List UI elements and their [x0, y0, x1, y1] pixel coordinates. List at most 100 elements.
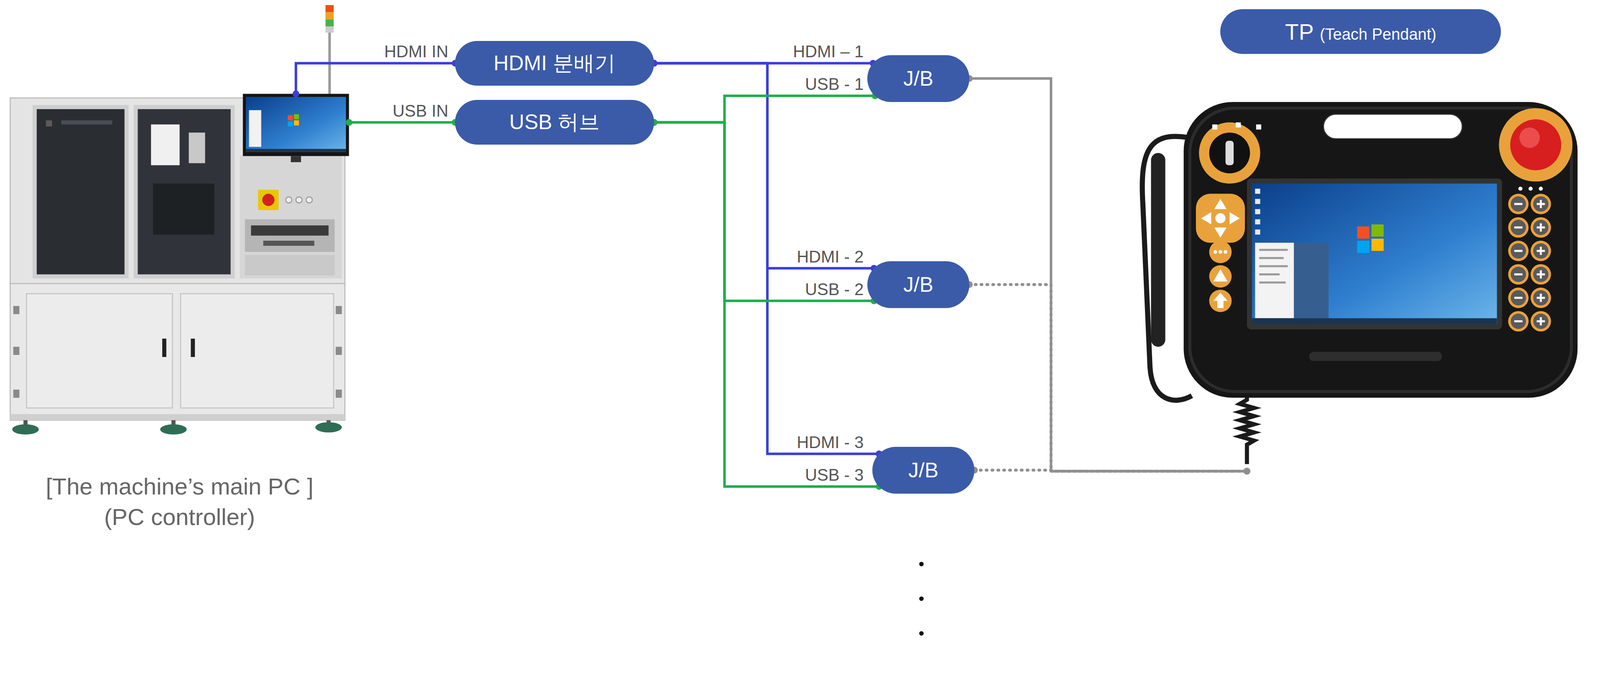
machine-illustration — [335, 306, 343, 315]
teach-pendant-illustration — [1247, 178, 1503, 330]
machine-illustration — [188, 132, 205, 164]
machine-illustration — [335, 347, 343, 356]
node-text: J/B — [903, 66, 934, 91]
teach-pendant-illustration — [1293, 242, 1329, 319]
machine-illustration — [328, 32, 331, 98]
edge-label: HDMI – 1 — [791, 43, 866, 60]
pendant-label-pill: TP(Teach Pendant) — [1220, 9, 1501, 54]
teach-pendant-illustration — [1196, 194, 1245, 243]
teach-pendant-illustration — [1507, 264, 1529, 285]
machine-illustration — [150, 124, 180, 166]
teach-pendant-illustration — [1254, 188, 1261, 194]
machine-illustration — [160, 424, 187, 435]
teach-pendant-illustration — [1208, 132, 1250, 174]
pendant-label-line: TP(Teach Pendant) — [1285, 18, 1437, 45]
machine-illustration — [10, 5, 349, 435]
teach-pendant-illustration — [1498, 108, 1573, 182]
machine-illustration — [239, 155, 342, 279]
machine-illustration — [285, 196, 292, 204]
machine-illustration — [13, 347, 20, 356]
machine-illustration — [258, 189, 279, 211]
machine-illustration — [12, 424, 39, 435]
teach-pendant-illustration — [1215, 213, 1226, 224]
teach-pendant-illustration — [1309, 352, 1442, 362]
teach-pendant-illustration — [1201, 212, 1212, 225]
teach-pendant-illustration — [1530, 240, 1552, 262]
teach-pendant-illustration — [1235, 122, 1241, 128]
machine-illustration — [162, 338, 167, 358]
teach-pendant-illustration — [1507, 240, 1529, 262]
teach-pendant-illustration — [1213, 269, 1228, 282]
teach-pendant-illustration — [1229, 212, 1240, 225]
teach-pendant-illustration — [1507, 217, 1529, 238]
teach-pendant-illustration — [1259, 257, 1284, 260]
teach-pendant-illustration — [1507, 194, 1529, 215]
node-text: TP — [1285, 19, 1314, 45]
teach-pendant-illustration — [1357, 226, 1370, 239]
teach-pendant-illustration — [1254, 242, 1294, 319]
connector — [969, 78, 1248, 472]
machine-illustration — [287, 121, 293, 127]
teach-pendant-illustration — [1259, 265, 1288, 268]
junction-box: J/B — [872, 447, 975, 494]
teach-pendant-illustration — [1259, 248, 1288, 251]
machine-illustration — [290, 155, 301, 163]
machine-illustration — [296, 196, 303, 204]
machine-illustration — [242, 93, 350, 156]
machine-illustration — [61, 120, 113, 125]
continuation-dots — [919, 631, 924, 637]
teach-pendant-illustration — [1256, 124, 1262, 130]
machine-illustration — [263, 240, 315, 246]
edge-label: USB - 2 — [803, 281, 866, 298]
machine-illustration — [190, 338, 195, 358]
continuation-dots — [919, 562, 924, 567]
machine-illustration — [245, 255, 335, 276]
teach-pendant-illustration — [1183, 102, 1578, 399]
machine-illustration — [325, 26, 334, 33]
node-text: (PC controller) — [104, 502, 256, 533]
connector — [974, 470, 1248, 472]
teach-pendant-illustration — [1214, 199, 1227, 210]
machine-illustration — [306, 196, 313, 204]
machine-illustration — [153, 183, 215, 235]
teach-pendant-illustration — [1189, 108, 1572, 392]
connector — [296, 63, 456, 94]
machine-illustration — [315, 422, 342, 433]
node-text: USB 허브 — [509, 108, 601, 137]
teach-pendant-illustration — [1150, 153, 1166, 348]
connector — [969, 284, 1248, 472]
machine-illustration — [248, 110, 261, 148]
teach-pendant-illustration — [1357, 240, 1370, 254]
teach-pendant-illustration — [1254, 219, 1261, 225]
machine-illustration — [335, 389, 343, 399]
teach-pendant-illustration — [1212, 124, 1218, 130]
connector — [654, 63, 875, 269]
teach-pendant-illustration — [1213, 250, 1218, 254]
teach-pendant-illustration — [1254, 199, 1261, 205]
teach-pendant-illustration — [1252, 318, 1498, 325]
machine-illustration — [293, 120, 300, 126]
teach-pendant-illustration — [1530, 264, 1552, 285]
machine-illustration — [26, 293, 173, 409]
teach-pendant-illustration — [1254, 209, 1261, 215]
edge-label: USB - 1 — [803, 75, 866, 93]
edge-label: USB IN — [391, 102, 450, 120]
connector — [348, 121, 455, 124]
teach-pendant-illustration — [1530, 287, 1552, 309]
teach-pendant-illustration — [1371, 238, 1384, 251]
pendant-node: TP(Teach Pendant) — [1132, 9, 1582, 472]
machine-illustration — [46, 120, 53, 127]
machine-illustration — [293, 114, 300, 120]
teach-pendant-illustration — [1371, 224, 1384, 237]
machine-illustration — [245, 97, 346, 153]
node-text: J/B — [908, 458, 939, 483]
teach-pendant-illustration — [1218, 250, 1223, 254]
teach-pendant-illustration — [1519, 127, 1540, 149]
connector-layer — [296, 63, 1248, 487]
teach-pendant-illustration — [1510, 119, 1562, 171]
continuation-dots — [919, 562, 924, 637]
teach-pendant-illustration — [1530, 194, 1552, 215]
machine-illustration — [180, 293, 334, 409]
